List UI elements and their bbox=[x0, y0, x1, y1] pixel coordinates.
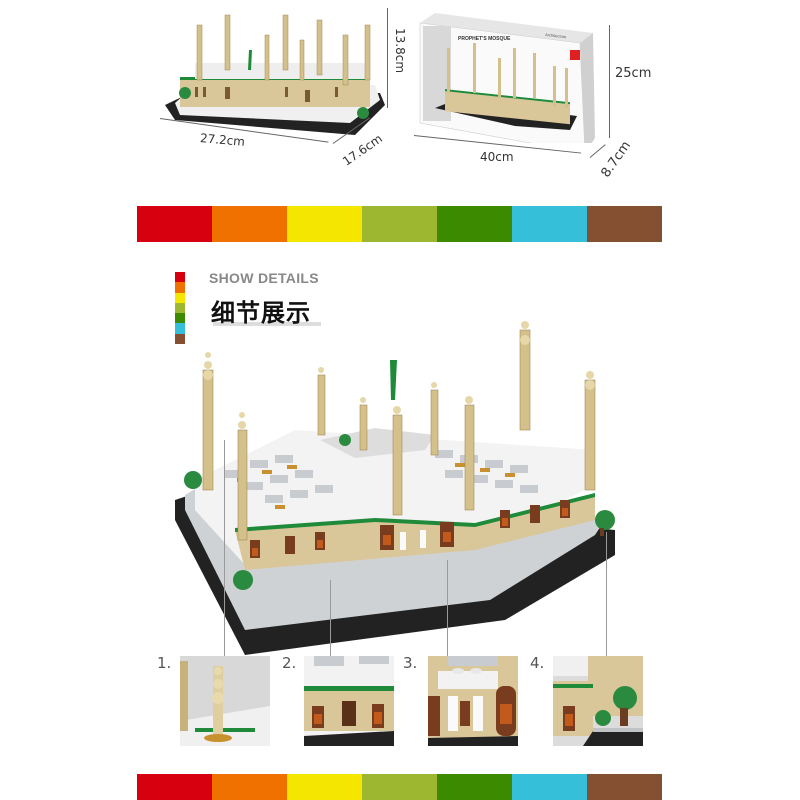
color-swatch-brown bbox=[587, 206, 662, 242]
main-model-image bbox=[175, 321, 615, 655]
callout-line-1 bbox=[224, 440, 225, 656]
detail-number-4: 4. bbox=[530, 654, 545, 672]
color-swatch-yellow bbox=[287, 206, 362, 242]
color-swatch-green bbox=[437, 774, 512, 800]
color-swatch-cyan bbox=[512, 206, 587, 242]
model-height-label: 13.8cm bbox=[393, 28, 407, 74]
section-title-english: SHOW DETAILS bbox=[209, 270, 319, 286]
color-swatch-green bbox=[437, 206, 512, 242]
height-dimension-line bbox=[387, 8, 388, 108]
color-swatch-lime bbox=[362, 206, 437, 242]
callout-line-2 bbox=[330, 580, 331, 656]
model-dimension-image bbox=[165, 14, 385, 135]
detail-number-2: 2. bbox=[282, 654, 297, 672]
section-title-chinese: 细节展示 bbox=[211, 299, 311, 327]
svg-text:Architecture: Architecture bbox=[545, 32, 568, 39]
detail-image-tree bbox=[553, 656, 643, 746]
detail-number-1: 1. bbox=[157, 654, 172, 672]
color-swatch-yellow bbox=[287, 774, 362, 800]
detail-image-entrance bbox=[428, 656, 518, 746]
detail-number-3: 3. bbox=[403, 654, 418, 672]
color-swatch-red bbox=[137, 206, 212, 242]
color-swatch-cyan bbox=[512, 774, 587, 800]
box-height-dimension-line bbox=[609, 25, 610, 138]
box-width-label: 40cm bbox=[480, 150, 514, 164]
color-strip-bottom bbox=[137, 774, 662, 800]
box-height-label: 25cm bbox=[615, 66, 652, 81]
color-strip-top bbox=[137, 206, 662, 242]
model-width-label: 27.2cm bbox=[199, 131, 246, 149]
heading-color-marker bbox=[175, 272, 185, 344]
color-swatch-orange bbox=[212, 206, 287, 242]
color-swatch-brown bbox=[587, 774, 662, 800]
color-swatch-red bbox=[137, 774, 212, 800]
color-swatch-lime bbox=[362, 774, 437, 800]
detail-image-facade bbox=[304, 656, 394, 746]
color-swatch-orange bbox=[212, 774, 287, 800]
model-depth-label: 17.6cm bbox=[340, 131, 385, 169]
svg-text:PROPHET'S MOSQUE: PROPHET'S MOSQUE bbox=[458, 36, 511, 42]
callout-line-4 bbox=[606, 532, 607, 656]
callout-line-3 bbox=[447, 560, 448, 656]
title-underline bbox=[213, 322, 321, 326]
box-depth-dimension-line bbox=[589, 144, 606, 158]
packaging-box-image: PROPHET'S MOSQUE Architecture bbox=[419, 13, 595, 143]
detail-image-minaret bbox=[180, 656, 270, 746]
